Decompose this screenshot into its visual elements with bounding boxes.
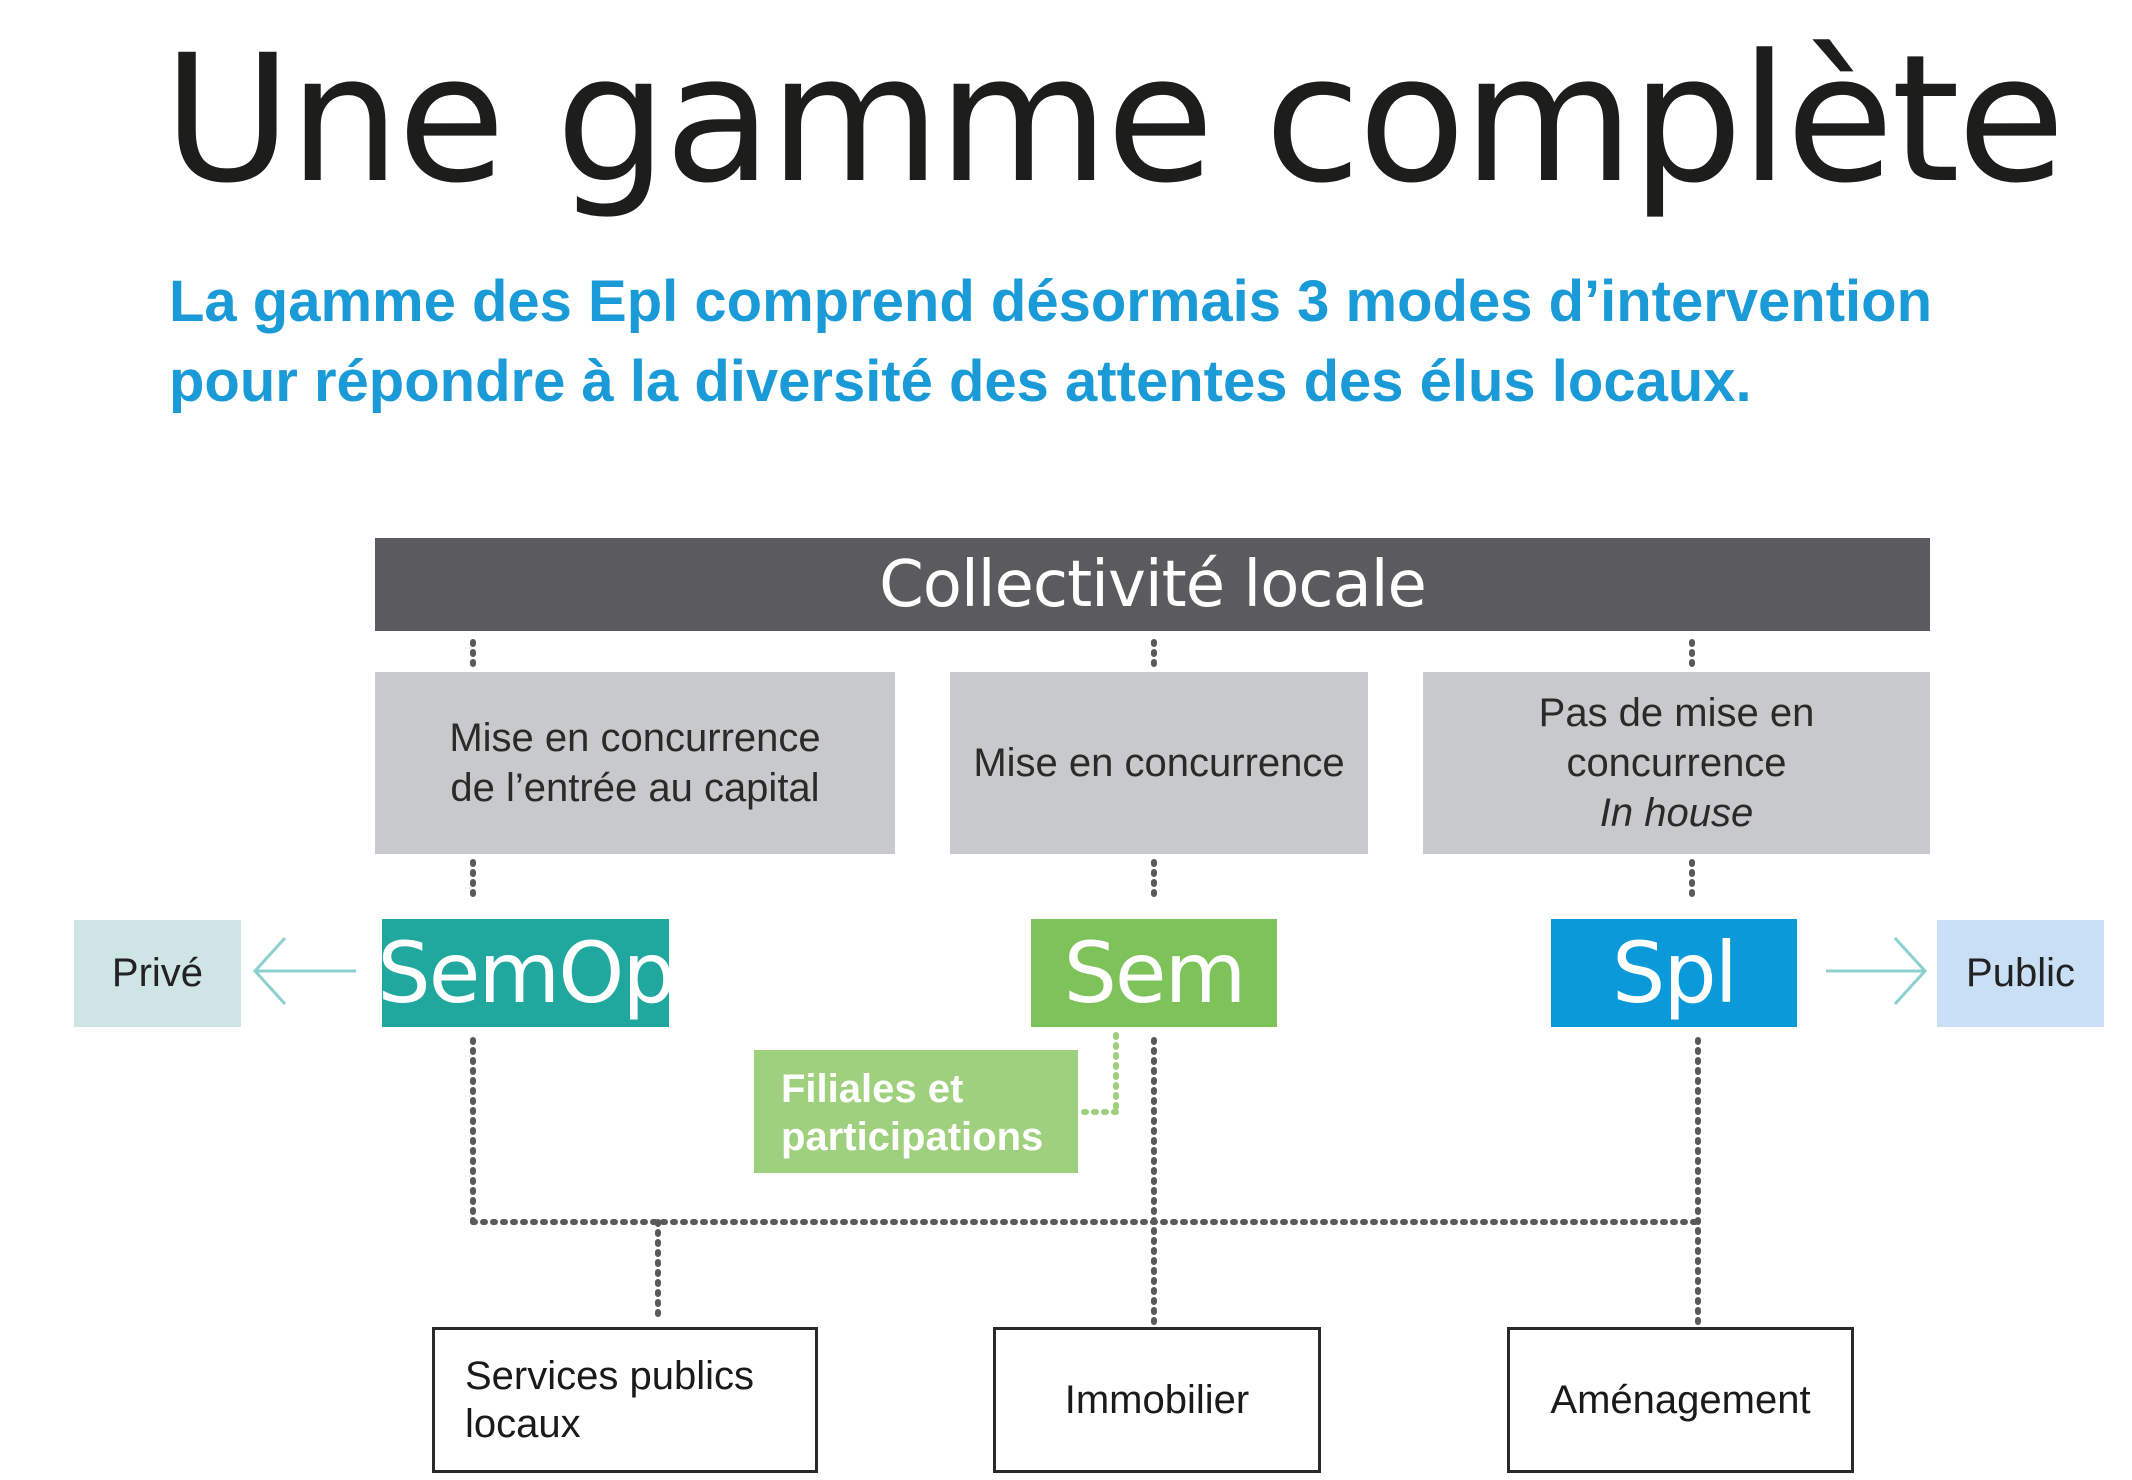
banner-collectivite-locale: Collectivité locale	[375, 538, 1930, 631]
arrow-to-prive	[252, 936, 356, 1006]
entity-spl: Spl	[1551, 919, 1797, 1027]
arrow-to-public	[1826, 936, 1928, 1006]
side-box-prive: Privé	[74, 920, 241, 1027]
domain-box-services-publics: Services publics locaux	[432, 1327, 818, 1473]
domain-immobilier-label: Immobilier	[1064, 1378, 1250, 1422]
mode-box-spl: Pas de mise en concurrence In house	[1423, 672, 1930, 854]
domain-services-line-2: locaux	[465, 1402, 581, 1446]
entity-semop: SemOp	[377, 919, 676, 1027]
domain-box-amenagement: Aménagement	[1507, 1327, 1854, 1473]
side-box-public: Public	[1937, 920, 2104, 1027]
filiales-line-1: Filiales et	[781, 1067, 964, 1111]
mode-semop-line-2: de l’entrée au capital	[450, 766, 820, 810]
filiales-line-2: participations	[781, 1115, 1044, 1159]
filiales-box: Filiales et participations	[754, 1050, 1078, 1173]
subtitle-line-1: La gamme des Epl comprend désormais 3 mo…	[169, 269, 1933, 334]
mode-spl-line-2: concurrence	[1566, 741, 1787, 785]
mode-sem-line-1: Mise en concurrence	[973, 741, 1345, 785]
mode-spl-line-1: Pas de mise en	[1538, 691, 1815, 735]
page-title: Une gamme complète	[163, 17, 2065, 222]
domain-box-immobilier: Immobilier	[993, 1327, 1321, 1473]
subtitle-line-2: pour répondre à la diversité des attente…	[169, 349, 1752, 414]
entity-sem: Sem	[1031, 919, 1277, 1027]
subtitle: La gamme des Epl comprend désormais 3 mo…	[169, 262, 2069, 422]
mode-spl-line-3: In house	[1599, 791, 1754, 835]
domain-amenagement-label: Aménagement	[1550, 1378, 1811, 1422]
domain-services-line-1: Services publics	[465, 1354, 755, 1398]
dotted-connectors	[470, 639, 1701, 1325]
mode-box-sem: Mise en concurrence	[950, 672, 1368, 854]
mode-box-semop: Mise en concurrence de l’entrée au capit…	[375, 672, 895, 854]
filiales-connector	[1081, 1032, 1119, 1115]
mode-semop-line-1: Mise en concurrence	[449, 716, 821, 760]
